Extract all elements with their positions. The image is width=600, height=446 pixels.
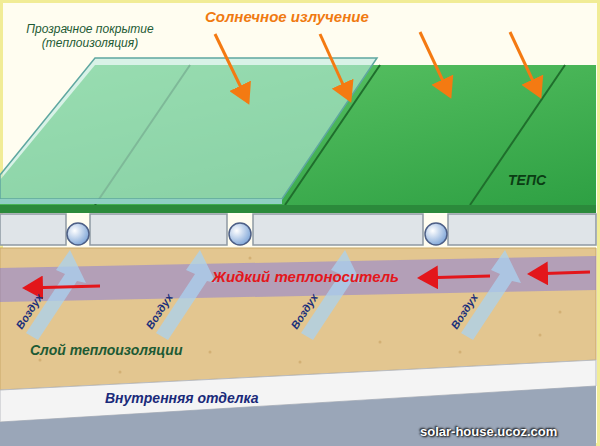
radiation-label: Солнечное излучение <box>205 8 369 26</box>
insulation-label: Слой теплоизоляции <box>30 342 182 359</box>
base-ground <box>0 386 596 446</box>
glass-edge <box>0 199 282 204</box>
panel-lip <box>0 205 596 213</box>
glass-cover <box>0 58 377 199</box>
watermark: solar-house.ucoz.com <box>420 424 557 440</box>
air-channels <box>0 214 596 245</box>
sun-rays <box>215 32 540 102</box>
finish-label: Внутренняя отделка <box>105 390 259 407</box>
liquid-pipes <box>67 223 447 245</box>
cover-label: Прозрачное покрытие (теплоизоляция) <box>15 22 165 51</box>
panel-label: ТЕПС <box>508 172 546 189</box>
coolant-label: Жидкий теплоноситель <box>212 268 399 286</box>
air-arrows <box>26 250 521 340</box>
